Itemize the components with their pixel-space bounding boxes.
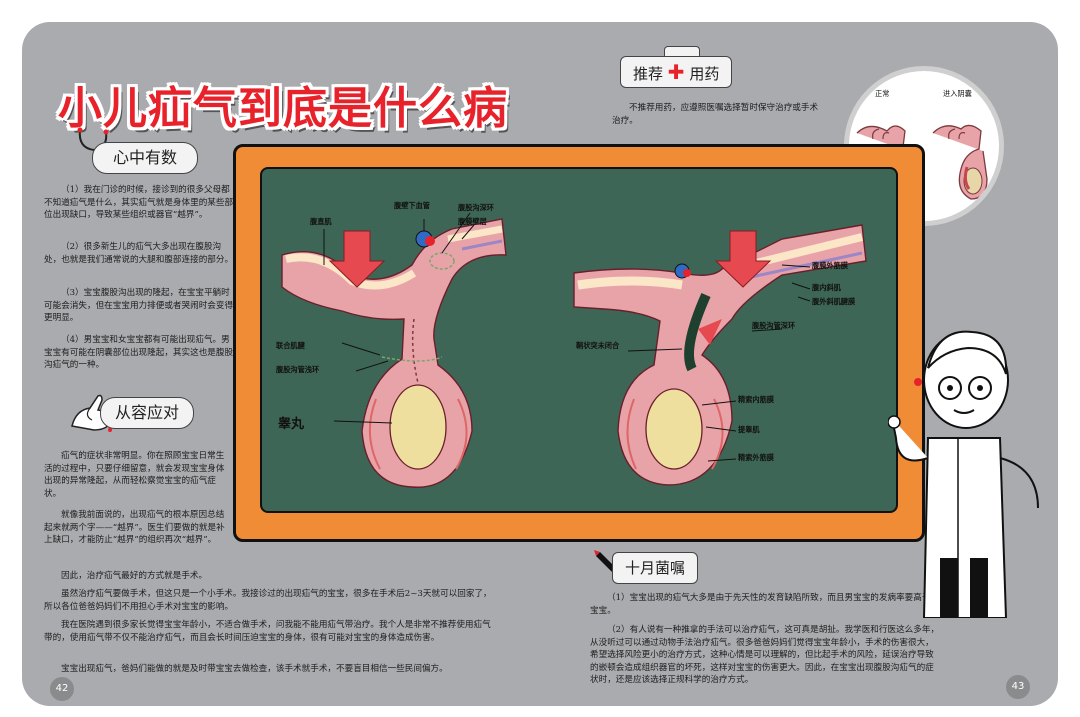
left-para-1: （1）我在门诊的时候，接诊到的很多父母都不知道疝气是什么，其实疝气就是身体里的某…	[44, 185, 234, 221]
label-extraperitoneal-fascia: 腹膜外筋膜	[812, 261, 848, 270]
bottom-para-3: 我在医院遇到很多家长觉得宝宝年龄小，不适合做手术，问我能不能用疝气带治疗。我个人…	[44, 620, 491, 643]
book-spread: 小儿疝气到底是什么病 心中有数 （1）我在门诊的时候，接诊到的很多父母都不知道疝…	[22, 22, 1058, 706]
hernia-diagram	[281, 212, 867, 488]
medicine-text: 不推荐用药，应遵照医嘱选择暂时保守治疗或手术治疗。	[612, 103, 819, 126]
bottom-para-2: 虽然治疗疝气要做手术，但这只是一个小手术。我接诊过的出现疝气的宝宝，很多在手术后…	[44, 589, 492, 612]
label-deep-ring-left: 腹股沟深环	[458, 203, 494, 212]
advice-para-1: （1）宝宝出现的疝气大多是由于先天性的发育缺陷所致，而且男宝宝的发病率要高于女宝…	[590, 593, 940, 616]
inset-label-normal: 正常	[875, 89, 890, 98]
label-testis: 睾丸	[278, 417, 305, 432]
label-patent-processus: 鞘状突未闭合	[576, 341, 620, 350]
bottom-para-4: 宝宝出现疝气，爸妈们能做的就是及时带宝宝去做检查，该手术就手术，不要盲目相信一些…	[61, 664, 448, 674]
label-external-oblique-aponeurosis: 腹外斜肌腱膜	[812, 297, 856, 306]
bottom-para-1: 因此，治疗疝气最好的方式就是手术。	[61, 571, 208, 581]
label-superficial-ring: 腹股沟管浅环	[276, 365, 320, 374]
section-heart-header: 心中有数	[92, 142, 199, 174]
label-rectus: 腹直肌	[310, 217, 332, 226]
label-cremaster: 提睾肌	[738, 425, 760, 434]
label-internal-spermatic-fascia: 精索内筋膜	[738, 395, 774, 404]
calm-para-1: 疝气的症状非常明显。你在照顾宝宝日常生活的过程中，只要仔细留意，就会发现宝宝身体…	[44, 451, 225, 499]
section-calm-header: 从容应对	[100, 397, 195, 429]
red-cross-icon: ✚	[667, 60, 685, 84]
label-external-spermatic-fascia: 精索外筋膜	[738, 453, 774, 462]
page-number-right: 43	[1006, 675, 1030, 699]
medicine-header-pre: 推荐	[633, 65, 664, 83]
label-internal-oblique: 腹内斜肌	[812, 283, 841, 292]
medicine-header: 推荐 ✚ 用药	[620, 46, 733, 88]
page-title: 小儿疝气到底是什么病	[58, 83, 508, 134]
diagram-chalkboard: 腹直肌 腹壁下血管 腹股沟深环 腹膜壁层 联合肌腱 腹股沟管浅环 睾丸 腹膜外筋…	[260, 167, 898, 513]
doctor-illustration	[888, 330, 1039, 618]
medicine-header-handle	[664, 46, 700, 57]
medicine-header-post: 用药	[689, 65, 720, 83]
left-para-4: （4）男宝宝和女宝宝都有可能出现疝气。男宝宝有可能在阴囊部位出现隆起，其实这也是…	[44, 335, 234, 371]
advice-para-2: （2）有人说有一种推拿的手法可以治疗疝气，这可真是胡扯。我学医和行医这么多年，从…	[590, 625, 940, 686]
diagram-board: 腹直肌 腹壁下血管 腹股沟深环 腹膜壁层 联合肌腱 腹股沟管浅环 睾丸 腹膜外筋…	[233, 144, 925, 542]
left-para-3: （3）宝宝腹股沟出现的隆起，在宝宝平躺时可能会消失，但在宝宝用力排便或者哭闹时会…	[44, 288, 234, 324]
label-epigastric-vessel: 腹壁下血管	[394, 201, 430, 210]
label-parietal-peritoneum: 腹膜壁层	[458, 217, 487, 226]
left-para-2: （2）很多新生儿的疝气大多出现在腹股沟处，也就是我们通常说的大腿和腹部连接的部分…	[44, 242, 234, 265]
calm-para-2: 就像我前面说的，出现疝气的根本原因总结起来就两个字——“越界”。医生们要做的就是…	[44, 510, 225, 546]
page-number-left: 42	[50, 677, 74, 701]
inset-label-into-scrotum: 进入阴囊	[943, 89, 972, 98]
medicine-header-box: 推荐 ✚ 用药	[620, 56, 733, 88]
label-deep-ring-right: 腹股沟管深环	[752, 321, 796, 330]
label-conjoint-tendon: 联合肌腱	[276, 341, 305, 350]
section-advice-header: 十月菌嘱	[612, 552, 699, 584]
